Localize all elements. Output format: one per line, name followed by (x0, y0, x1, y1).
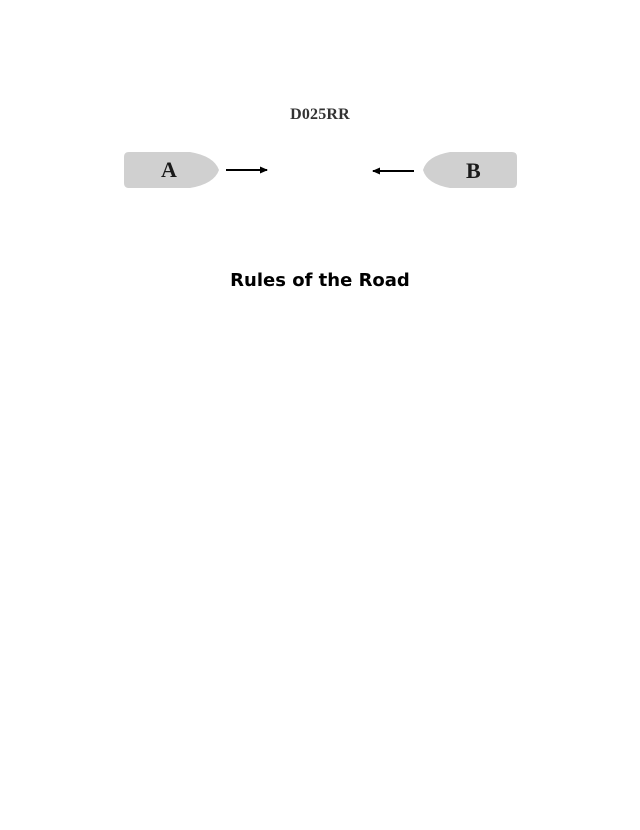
diagram-code: D025RR (290, 106, 350, 123)
vessel-a-label: A (161, 157, 177, 182)
vessel-b-label: B (466, 158, 481, 183)
vessel-a-hull (124, 152, 219, 188)
vessel-diagram (124, 152, 517, 188)
vessel-b-hull (423, 152, 517, 188)
caption: Rules of the Road (230, 270, 410, 291)
